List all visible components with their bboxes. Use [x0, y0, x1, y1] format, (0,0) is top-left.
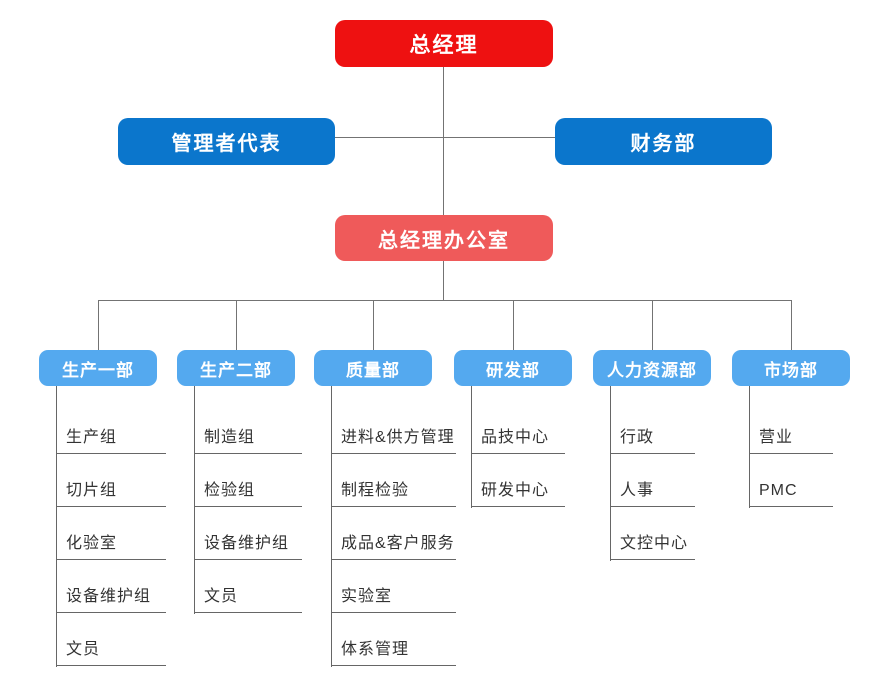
connector-dept-spine	[749, 386, 750, 508]
connector-dept-spine	[610, 386, 611, 561]
node-department: 生产一部	[39, 350, 157, 386]
sub-unit-label: 设备维护组	[56, 575, 166, 613]
node-department: 市场部	[732, 350, 850, 386]
connector-office-to-bus	[443, 261, 444, 301]
connector-dept-spine	[56, 386, 57, 667]
sub-unit-label: 人事	[610, 469, 695, 507]
connector-root-to-office	[443, 66, 444, 216]
node-department: 人力资源部	[593, 350, 711, 386]
sub-unit-label: 成品&客户服务	[331, 522, 456, 560]
connector-bus-to-dept	[98, 300, 99, 350]
sub-unit-label: 化验室	[56, 522, 166, 560]
sub-unit-label: 营业	[749, 416, 833, 454]
node-department: 研发部	[454, 350, 572, 386]
node-department: 质量部	[314, 350, 432, 386]
connector-bus-to-dept	[373, 300, 374, 350]
connector-level2-horizontal	[335, 137, 555, 138]
sub-unit-label: 体系管理	[331, 628, 456, 666]
sub-unit-label: 检验组	[194, 469, 302, 507]
sub-unit-label: 品技中心	[471, 416, 565, 454]
sub-unit-label: 文控中心	[610, 522, 695, 560]
connector-bus-to-dept	[791, 300, 792, 350]
connector-dept-spine	[331, 386, 332, 667]
sub-unit-label: 制造组	[194, 416, 302, 454]
sub-unit-label: 切片组	[56, 469, 166, 507]
connector-dept-spine	[194, 386, 195, 614]
sub-unit-label: 生产组	[56, 416, 166, 454]
sub-unit-label: PMC	[749, 469, 833, 507]
sub-unit-label: 研发中心	[471, 469, 565, 507]
connector-bus-to-dept	[513, 300, 514, 350]
connector-bus-to-dept	[236, 300, 237, 350]
node-management-representative: 管理者代表	[118, 118, 335, 165]
sub-unit-label: 实验室	[331, 575, 456, 613]
sub-unit-label: 制程检验	[331, 469, 456, 507]
sub-unit-label: 文员	[56, 628, 166, 666]
connector-department-bus	[98, 300, 791, 301]
node-finance-department: 财务部	[555, 118, 772, 165]
node-gm-office: 总经理办公室	[335, 215, 553, 261]
node-department: 生产二部	[177, 350, 295, 386]
sub-unit-label: 进料&供方管理	[331, 416, 456, 454]
connector-dept-spine	[471, 386, 472, 508]
node-general-manager: 总经理	[335, 20, 553, 67]
sub-unit-label: 文员	[194, 575, 302, 613]
sub-unit-label: 设备维护组	[194, 522, 302, 560]
sub-unit-label: 行政	[610, 416, 695, 454]
connector-bus-to-dept	[652, 300, 653, 350]
